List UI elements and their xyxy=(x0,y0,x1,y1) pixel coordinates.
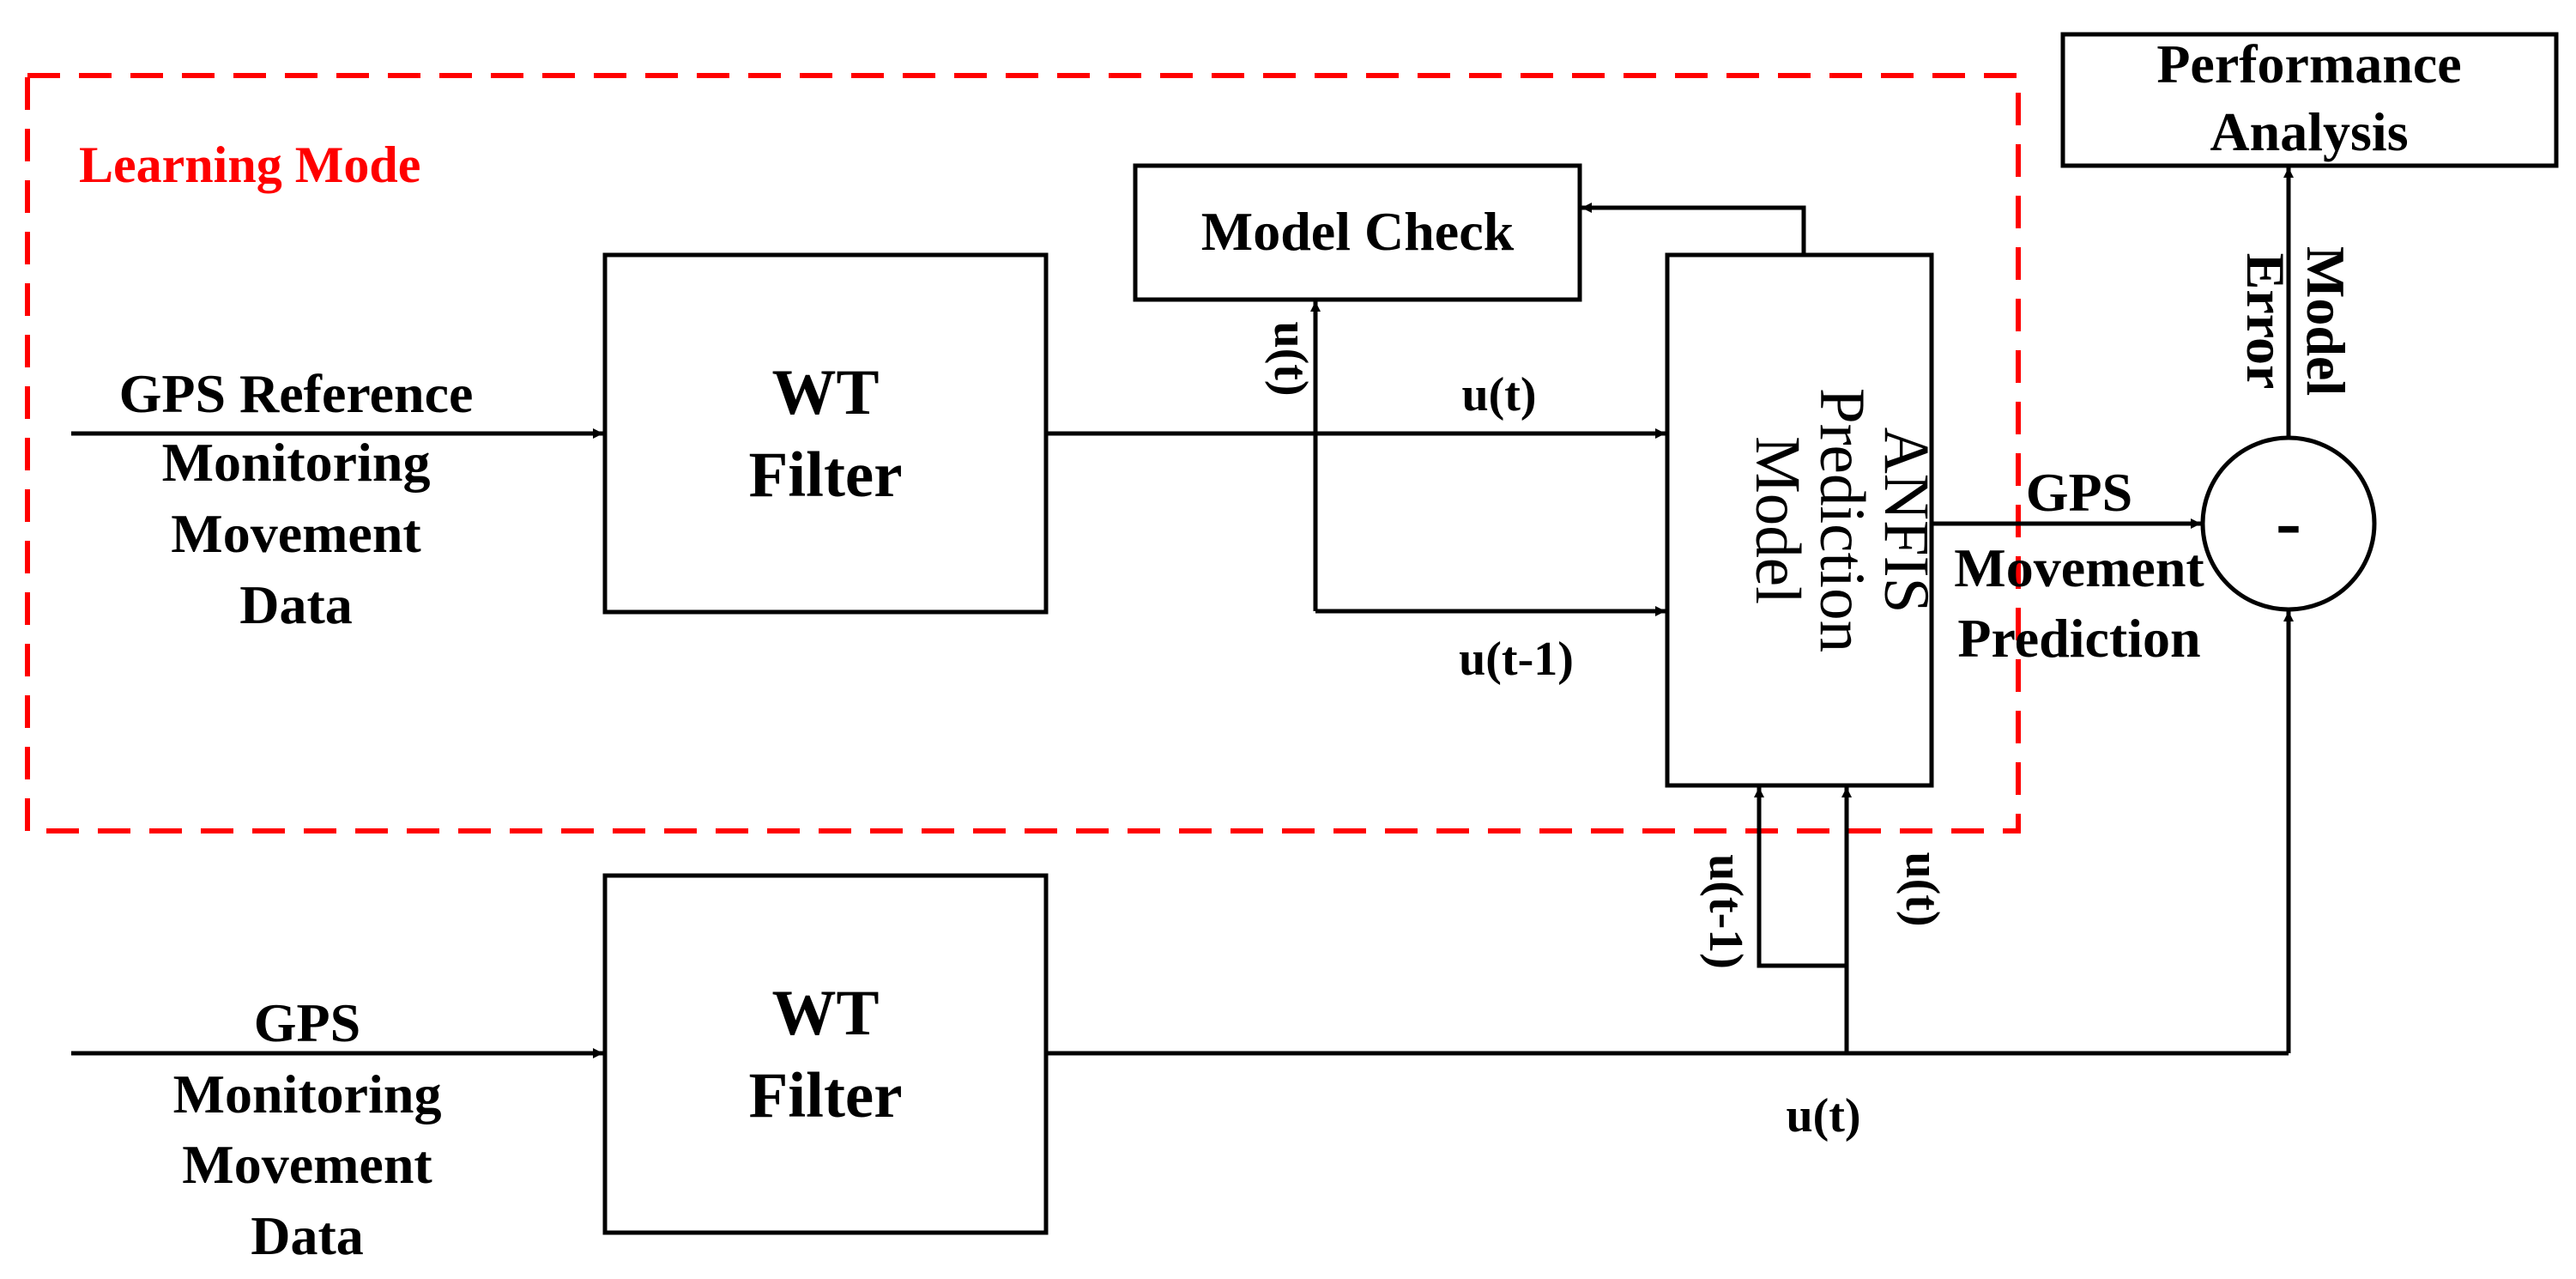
reference-input-line-1: GPS Reference xyxy=(119,363,474,424)
model-error-line-2: Error xyxy=(2235,253,2296,390)
reference-input-line-2: Monitoring xyxy=(162,432,431,493)
monitoring-input-line-2: Monitoring xyxy=(173,1064,442,1124)
reference-input-line-4: Data xyxy=(239,574,353,635)
model-error-line-1: Model xyxy=(2295,246,2356,396)
model-check-block xyxy=(1133,163,1582,302)
anfis-label-group: ANFIS Prediction Model xyxy=(1742,388,1942,652)
anfis-label-line-3: Model xyxy=(1742,436,1813,604)
anfis-to-model-check-feedback xyxy=(1581,203,1806,255)
prediction-output-line-1: GPS xyxy=(2026,462,2132,523)
reference-input-line-3: Movement xyxy=(171,503,421,564)
anfis-model-block xyxy=(1665,252,1934,788)
prediction-output-line-3: Prediction xyxy=(1957,608,2200,669)
ut-label-bottom-anfis-input: u(t) xyxy=(1896,852,1949,926)
learning-mode-region xyxy=(25,73,2021,833)
performance-analysis-block xyxy=(2060,32,2559,168)
monitoring-input-line-1: GPS xyxy=(254,992,360,1053)
wt-filter-bottom-block xyxy=(602,873,1049,1235)
bottom-ut-minus-1-to-anfis-arrow xyxy=(1754,787,1847,968)
monitoring-input-line-4: Data xyxy=(251,1205,364,1266)
performance-analysis-line-2: Analysis xyxy=(2210,101,2408,162)
wt-filter-top-label-1: WT xyxy=(771,357,879,428)
ut-label-bottom-wire: u(t) xyxy=(1786,1089,1860,1143)
anfis-label-line-1: ANFIS xyxy=(1871,427,1942,614)
model-check-label: Model Check xyxy=(1201,201,1515,262)
learning-mode-label: Learning Mode xyxy=(79,136,420,193)
ut-minus-1-label-top: u(t-1) xyxy=(1459,633,1574,686)
ut-minus-1-label-bottom: u(t-1) xyxy=(1699,854,1752,969)
ut-label-model-check-input: u(t) xyxy=(1264,321,1317,396)
prediction-output-line-2: Movement xyxy=(1954,537,2204,598)
wt-filter-top-block xyxy=(602,252,1049,615)
ut-label-top-wire: u(t) xyxy=(1461,368,1536,421)
anfis-label-line-2: Prediction xyxy=(1806,388,1878,652)
wt-filter-top-label-2: Filter xyxy=(748,439,902,511)
wt-filter-bottom-label-2: Filter xyxy=(748,1060,902,1131)
performance-analysis-line-1: Performance xyxy=(2156,33,2461,94)
wt-filter-bottom-label-1: WT xyxy=(771,978,879,1049)
subtractor-symbol: - xyxy=(2276,480,2301,565)
monitoring-input-line-3: Movement xyxy=(182,1134,432,1195)
model-error-label-group: Model Error xyxy=(2235,246,2356,396)
